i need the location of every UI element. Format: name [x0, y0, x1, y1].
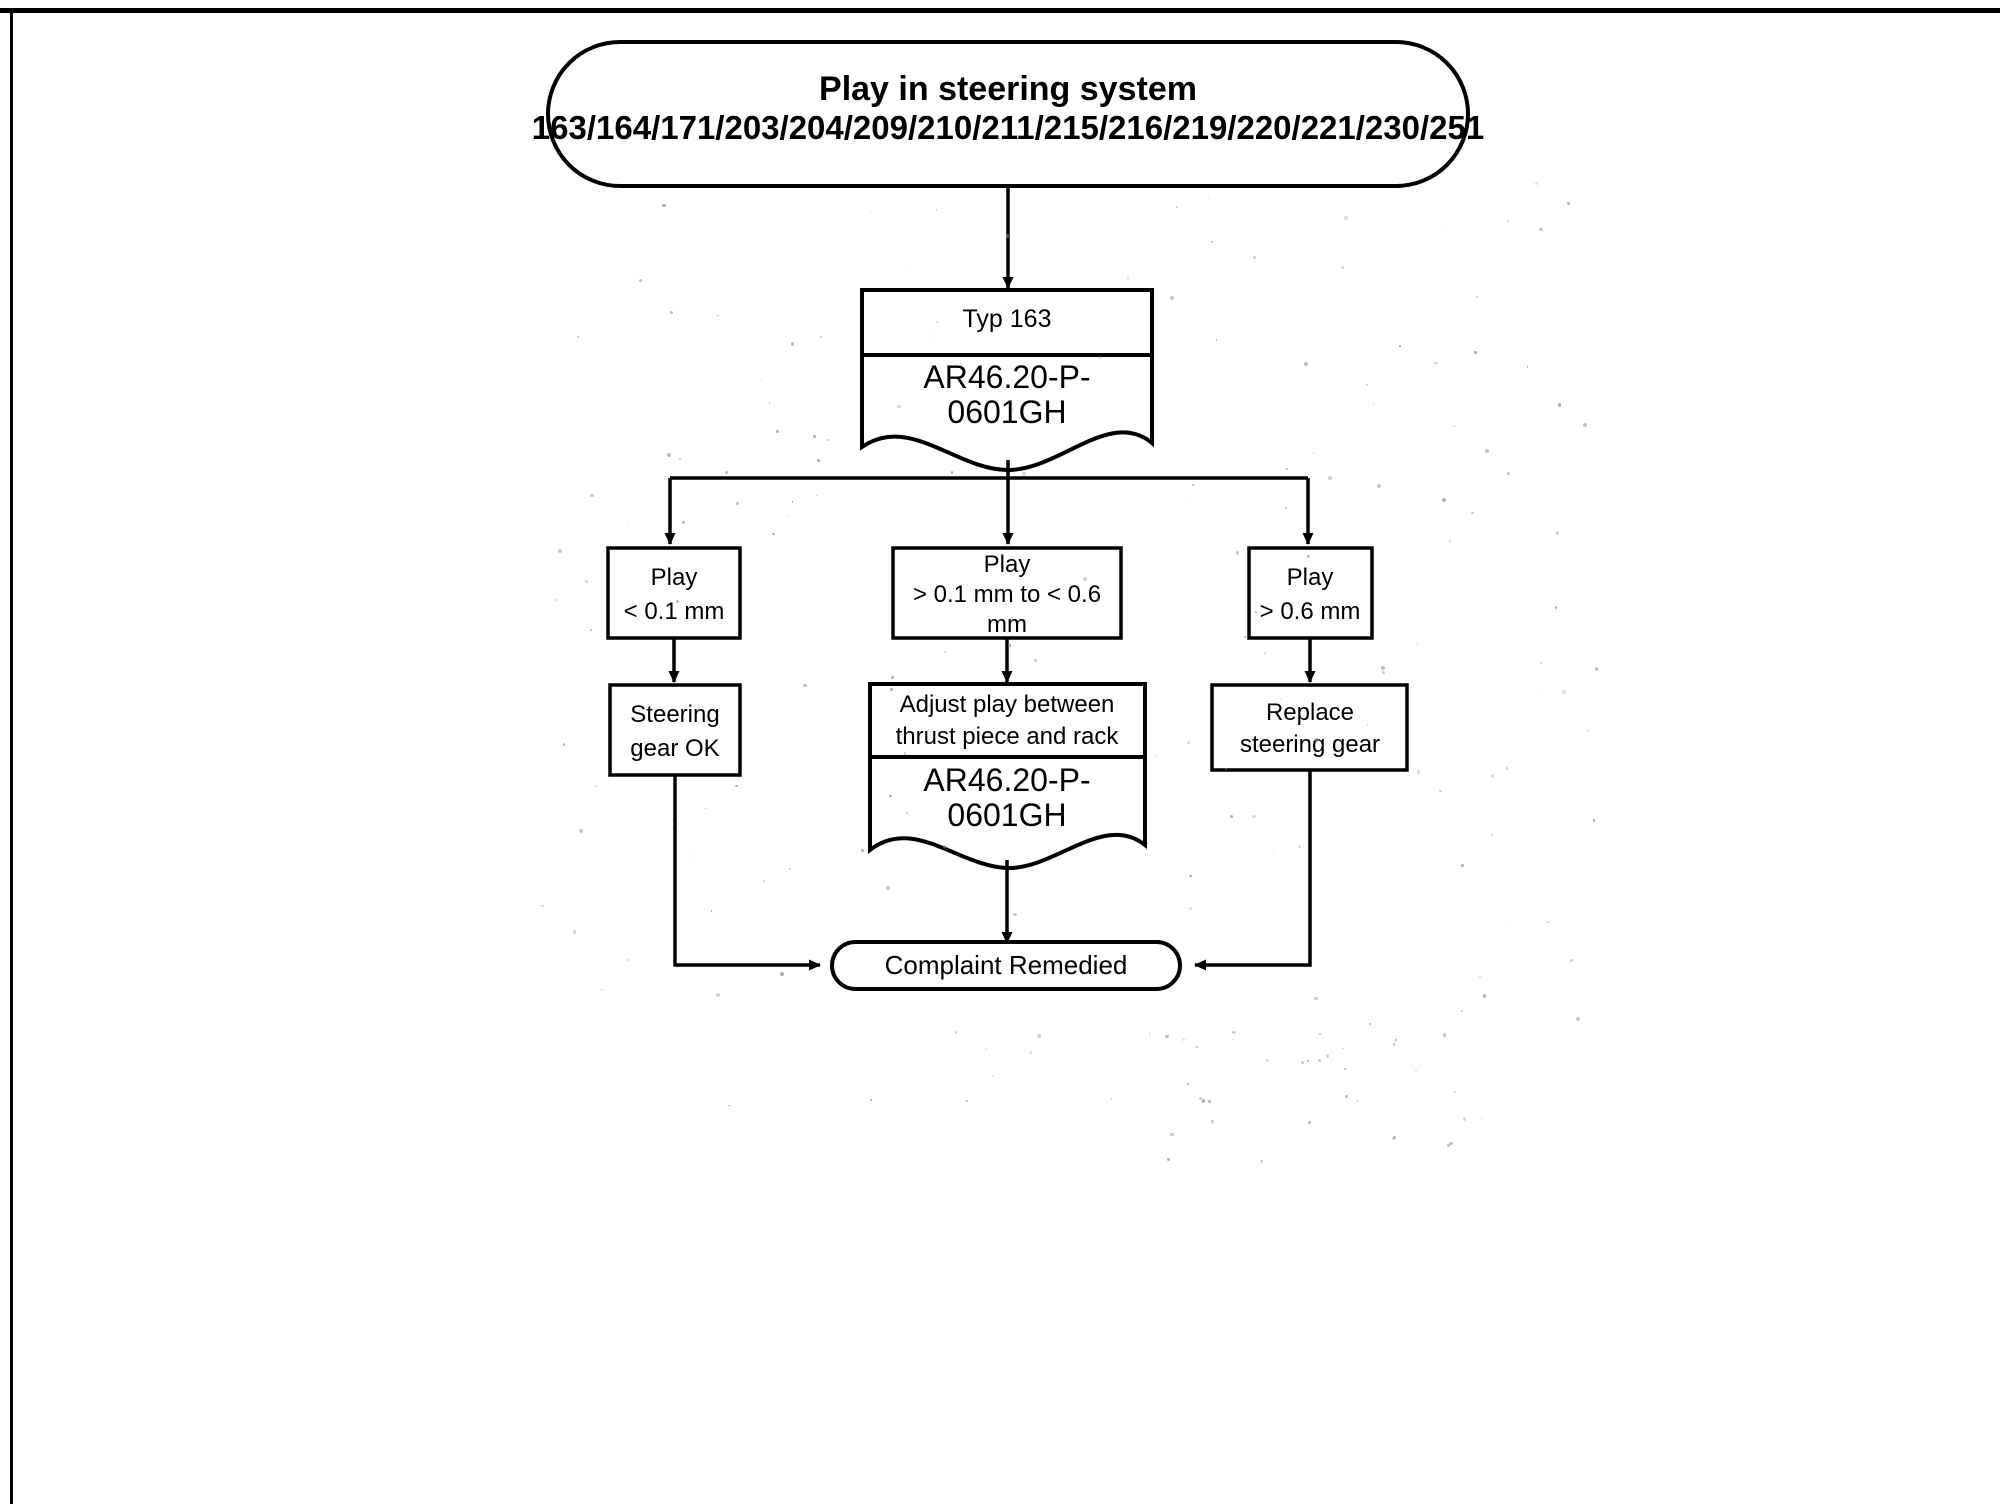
branch-high-condition-line1: Play — [1287, 564, 1334, 591]
branch-low-outcome-line1: Steering — [630, 701, 719, 728]
branch-mid-condition-line2: > 0.1 mm to < 0.6 — [913, 581, 1101, 608]
end-terminator-label: Complaint Remedied — [885, 950, 1128, 980]
page-border-top — [0, 8, 2000, 13]
branch-mid-condition-line1: Play — [984, 551, 1031, 578]
branch-high-condition-line2: > 0.6 mm — [1260, 598, 1361, 625]
branch-mid-reference-line2: 0601GH — [947, 797, 1066, 833]
branch-bus — [664, 460, 1314, 545]
branch-low: Play < 0.1 mm Steering gear OK — [606, 546, 821, 971]
start-terminator: Play in steering system 163/164/171/203/… — [532, 40, 1484, 188]
start-terminator-types: 163/164/171/203/204/209/210/211/215/216/… — [532, 109, 1484, 146]
branch-mid-condition-line3: mm — [987, 611, 1027, 638]
branch-high: Play > 0.6 mm Replace steering gear — [1194, 546, 1409, 971]
start-terminator-title: Play in steering system — [819, 70, 1197, 108]
branch-low-condition-line2: < 0.1 mm — [624, 598, 725, 625]
branch-mid-outcome-line2: thrust piece and rack — [896, 723, 1120, 750]
type-document-shape: Typ 163 AR46.20-P- 0601GH — [860, 288, 1154, 473]
type-document-header: Typ 163 — [963, 305, 1052, 333]
branch-high-outcome-line2: steering gear — [1240, 731, 1380, 758]
branch-mid-reference-line1: AR46.20-P- — [923, 762, 1090, 798]
page-border-left — [10, 8, 13, 1504]
branch-mid-outcome-line1: Adjust play between — [900, 691, 1115, 718]
end-terminator: Complaint Remedied — [830, 940, 1182, 991]
type-document-reference-line1: AR46.20-P- — [923, 359, 1090, 395]
branch-low-outcome-line2: gear OK — [630, 735, 719, 762]
type-document-reference-line2: 0601GH — [947, 394, 1066, 430]
branch-high-outcome-line1: Replace — [1266, 699, 1354, 726]
branch-low-condition-line1: Play — [651, 564, 698, 591]
branch-mid: Play > 0.1 mm to < 0.6 mm Adjust play be… — [868, 546, 1147, 944]
